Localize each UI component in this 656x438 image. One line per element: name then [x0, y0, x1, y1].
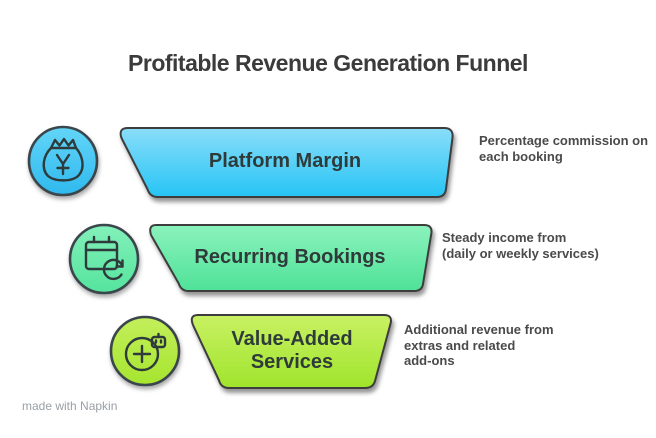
page-title: Profitable Revenue Generation Funnel [128, 50, 528, 76]
segment-label-recurring-bookings: Recurring Bookings [194, 246, 386, 268]
annotation-line: each booking [479, 148, 563, 164]
annotation-line: Steady income from [442, 230, 567, 245]
robot-add-services-icon [109, 315, 181, 387]
money-bag-icon [27, 125, 99, 197]
annotation-line: Percentage commission on [479, 133, 649, 148]
annotation-value-added-services: Additional revenue from extras and relat… [404, 322, 554, 369]
funnel-segment-platform-margin [119, 127, 454, 198]
annotation-line: Additional revenue from [404, 322, 554, 337]
calendar-refresh-icon [68, 223, 140, 295]
annotation-recurring-bookings: Steady income from (daily or weekly serv… [442, 230, 599, 261]
watermark: made with Napkin [22, 399, 118, 413]
annotation-line: extras and related [404, 337, 516, 353]
segment-label-platform-margin: Platform Margin [208, 150, 362, 172]
funnel-segment-value-added-services [190, 314, 392, 389]
annotation-line: add-ons [404, 353, 455, 368]
funnel-segment-recurring-bookings [149, 224, 433, 292]
annotation-line: (daily or weekly services) [442, 245, 599, 261]
segment-label-value-added-services: Value-Added Services [231, 328, 353, 373]
annotation-platform-margin: Percentage commission on each booking [479, 133, 648, 164]
